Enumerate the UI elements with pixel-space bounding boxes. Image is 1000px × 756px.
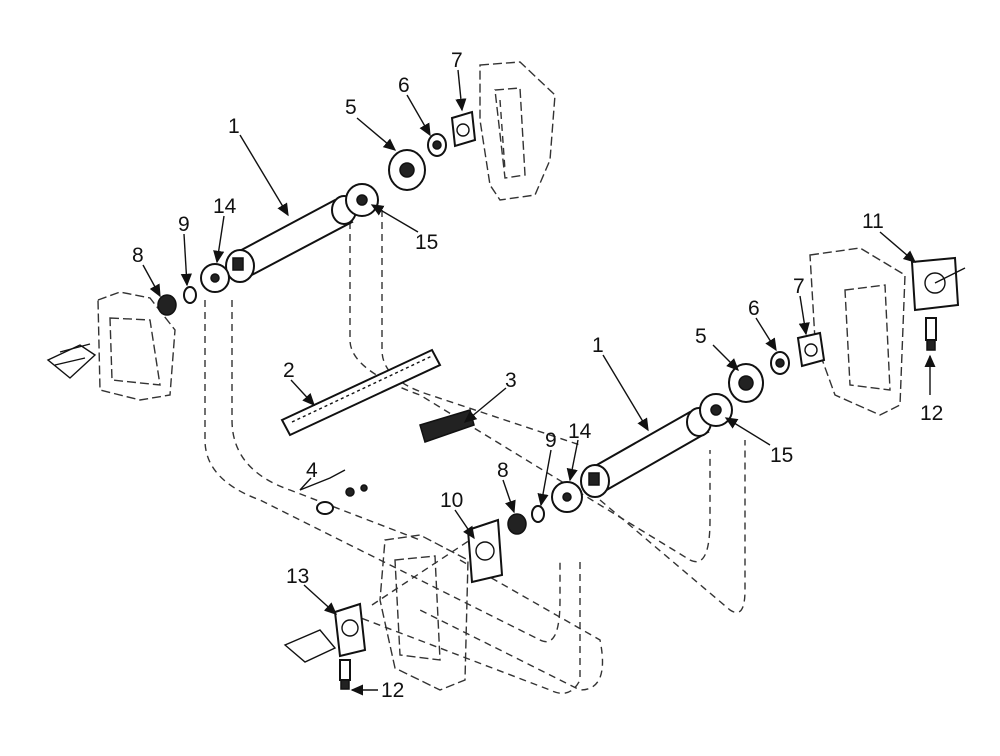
callout-6-upper-bearing: 6 xyxy=(398,74,410,97)
callout-9-lower-collar: 9 xyxy=(545,429,557,452)
bearing-plate-10 xyxy=(466,518,504,584)
right-end-plate xyxy=(910,256,966,312)
lower-bushing xyxy=(507,513,527,535)
left-frame-side xyxy=(46,291,176,401)
callout-8-upper-bushing: 8 xyxy=(132,244,144,267)
right-frame-side xyxy=(809,247,906,416)
lower-bearing xyxy=(770,351,790,375)
callout-2-conveyor-bar: 2 xyxy=(283,359,295,382)
upper-left-sprocket xyxy=(200,263,230,293)
lower-right-sprocket xyxy=(699,393,733,427)
connecting-link xyxy=(299,469,368,515)
callout-15-lower-sprocket: 15 xyxy=(770,444,793,467)
callout-6-lower-bearing: 6 xyxy=(748,297,760,320)
lower-middle-frame-side xyxy=(283,534,469,691)
callout-10-bearing-plate: 10 xyxy=(440,489,463,512)
upper-bearing xyxy=(427,133,447,157)
callout-1-upper-shaft: 1 xyxy=(228,115,240,138)
chain-link xyxy=(419,409,475,443)
upper-bushing xyxy=(157,294,177,316)
leader-lines xyxy=(142,69,936,696)
callout-13-bracket: 13 xyxy=(286,565,309,588)
right-grease-nipple xyxy=(925,317,937,351)
callout-5-upper-housing: 5 xyxy=(345,96,357,119)
upper-roller-shaft xyxy=(225,195,357,283)
lower-roller-shaft xyxy=(580,407,712,498)
lower-flange-plate xyxy=(796,331,826,368)
upper-bearing-housing xyxy=(388,149,426,191)
upper-right-sprocket xyxy=(345,183,379,217)
bracket-13 xyxy=(333,602,367,658)
callout-4-connecting-link: 4 xyxy=(306,459,318,482)
lower-collar xyxy=(531,505,545,523)
lower-left-sprocket xyxy=(551,481,583,513)
callout-14-lower-sprocket: 14 xyxy=(568,420,592,443)
callout-1-lower-shaft: 1 xyxy=(592,334,604,357)
callout-14-upper-sprocket: 14 xyxy=(213,195,237,218)
callout-9-upper-collar: 9 xyxy=(178,213,190,236)
callout-8-lower-bushing: 8 xyxy=(497,459,509,482)
upper-flange-plate xyxy=(450,110,477,148)
lower-grease-nipple xyxy=(339,659,351,690)
conveyor-bar xyxy=(280,348,442,437)
upper-collar xyxy=(183,286,197,304)
callout-12-lower-nipple: 12 xyxy=(381,679,404,702)
upper-frame-side-plate xyxy=(479,61,556,201)
callout-7-lower-flange: 7 xyxy=(793,275,805,298)
callout-11-end-plate: 11 xyxy=(862,210,884,233)
callout-15-upper-sprocket: 15 xyxy=(415,231,438,254)
callout-5-lower-housing: 5 xyxy=(695,325,707,348)
lower-bearing-housing xyxy=(728,363,764,403)
callout-12-right-nipple: 12 xyxy=(920,402,943,425)
callout-3-chain-link: 3 xyxy=(505,369,517,392)
callout-7-upper-flange: 7 xyxy=(451,49,463,72)
